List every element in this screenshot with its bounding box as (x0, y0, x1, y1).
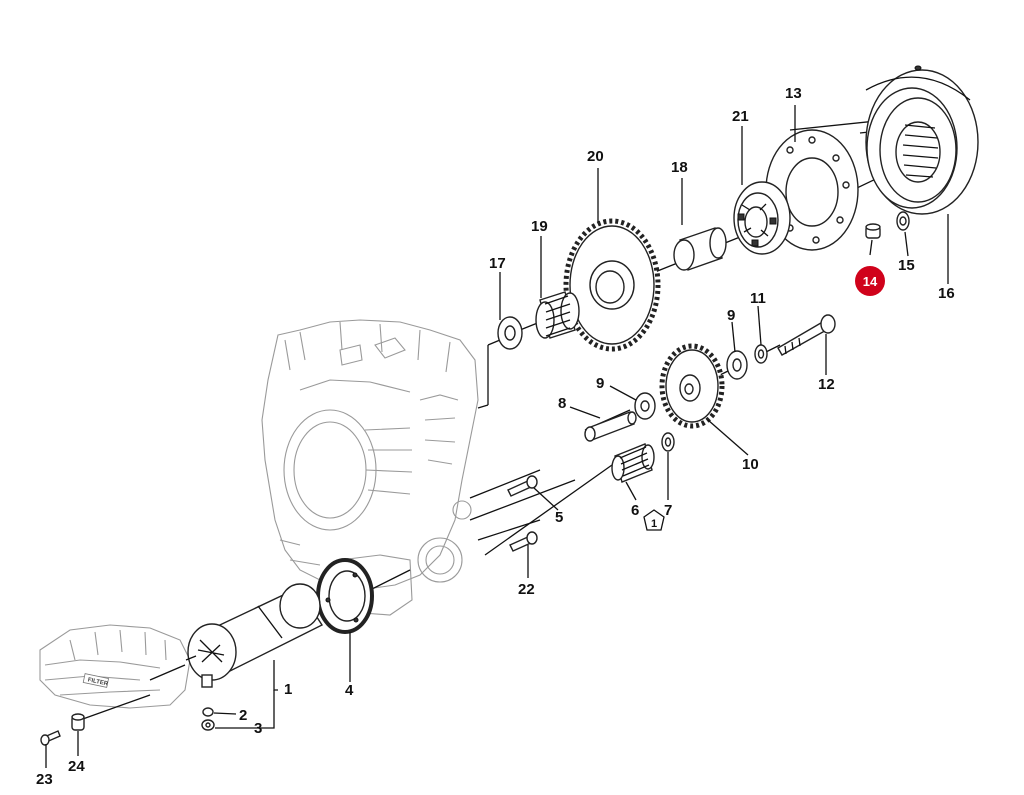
label-3: 3 (254, 720, 262, 737)
screw-22 (509, 531, 538, 552)
gasket (316, 558, 374, 634)
label-1: 1 (284, 681, 292, 698)
spacer-24 (71, 713, 85, 731)
label-19: 19 (531, 218, 548, 235)
label-13: 13 (785, 85, 802, 102)
pinion-gear (611, 443, 655, 483)
label-14: 14 (863, 274, 878, 289)
freewheel-clutch (733, 181, 791, 255)
screw-23 (40, 730, 61, 746)
screw-5 (507, 475, 538, 497)
nut-3 (201, 719, 215, 731)
circlip (661, 432, 675, 452)
cylinder-head-outline: FILTER (39, 624, 191, 709)
label-23: 23 (36, 771, 53, 788)
label-15: 15 (898, 257, 915, 274)
washer-right (726, 350, 748, 380)
label-16: 16 (938, 285, 955, 302)
note-symbol: 1 (643, 509, 665, 531)
long-bolt (777, 314, 836, 356)
gear-shaft (584, 411, 637, 442)
nut-2 (202, 707, 214, 717)
needle-bearing (535, 291, 580, 339)
label-2: 2 (239, 707, 247, 724)
intermediate-gear (659, 343, 725, 429)
label-24: 24 (68, 758, 85, 775)
bushing (673, 227, 727, 271)
label-6: 6 (631, 502, 639, 519)
filter-badge-text: FILTER (87, 677, 109, 687)
pin (865, 223, 881, 239)
flywheel-rotor (865, 65, 979, 215)
highlight-marker-14 (855, 266, 885, 296)
label-4: 4 (345, 682, 354, 699)
label-21: 21 (732, 108, 749, 125)
thrust-washer (497, 316, 523, 350)
label-22: 22 (518, 581, 535, 598)
label-18: 18 (671, 159, 688, 176)
large-gear (563, 218, 661, 352)
label-12: 12 (818, 376, 835, 393)
washer-left (634, 392, 656, 420)
label-7: 7 (664, 502, 672, 519)
label-5: 5 (555, 509, 563, 526)
label-8: 8 (558, 395, 566, 412)
part-labels: 1 2 3 4 5 6 7 8 9 9 10 11 12 13 14 15 16… (36, 85, 955, 788)
spring-washer (754, 344, 768, 364)
label-9-right: 9 (727, 307, 735, 324)
label-11: 11 (750, 290, 766, 307)
leader-lines (45, 105, 949, 768)
label-10: 10 (742, 456, 759, 473)
starter-motor (185, 583, 324, 688)
small-washer (896, 211, 910, 231)
label-9-left: 9 (596, 375, 604, 392)
crankcase-outline (261, 319, 479, 616)
label-17: 17 (489, 255, 506, 272)
label-20: 20 (587, 148, 604, 165)
note-symbol-text: 1 (651, 518, 657, 530)
